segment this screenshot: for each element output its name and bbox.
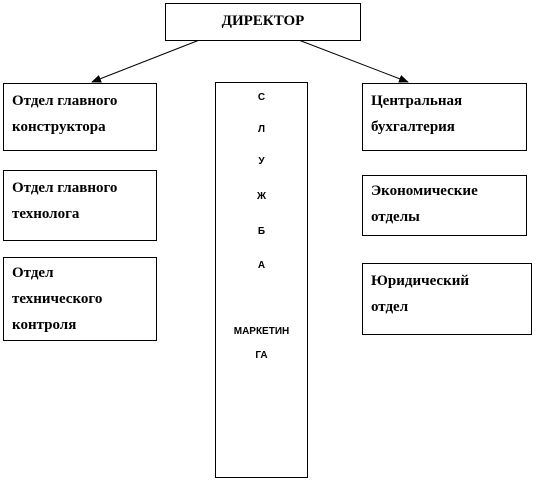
department-box-central-accounting: Центральная бухгалтерия: [362, 83, 527, 151]
department-line: контроля: [12, 317, 77, 333]
department-line: технолога: [12, 206, 80, 222]
department-line: отделы: [371, 209, 420, 225]
director-box: ДИРЕКТОР: [165, 3, 361, 41]
department-line: технического: [12, 291, 103, 307]
vertical-letter: Б: [257, 226, 266, 237]
department-line: Отдел главного: [12, 93, 118, 109]
department-line: Отдел главного: [12, 180, 118, 196]
department-line: Экономические: [371, 183, 478, 199]
vertical-letter: Л: [257, 124, 266, 135]
vertical-letter: Ж: [256, 191, 267, 202]
department-line: конструктора: [12, 119, 106, 135]
department-line: бухгалтерия: [371, 119, 455, 135]
marketing-service-box: С Л У Ж Б А МАРКЕТИН ГА: [215, 82, 308, 478]
department-box-chief-designer: Отдел главного конструктора: [3, 83, 157, 151]
department-box-legal: Юридический отдел: [362, 263, 532, 335]
department-line: Отдел: [12, 265, 54, 281]
department-line: Юридический: [371, 273, 469, 289]
director-label: ДИРЕКТОР: [221, 13, 305, 29]
marketing-word-line: ГА: [255, 350, 268, 361]
arrow-to-accounting: [295, 38, 409, 83]
department-box-chief-technologist: Отдел главного технолога: [3, 170, 157, 241]
vertical-letter: У: [258, 156, 265, 167]
department-box-economic: Экономические отделы: [362, 175, 527, 236]
vertical-letter: А: [257, 260, 266, 271]
arrow-to-design-dept: [91, 38, 203, 83]
department-box-quality-control: Отдел технического контроля: [3, 257, 157, 341]
department-line: Центральная: [371, 93, 463, 109]
marketing-word-line: МАРКЕТИН: [233, 326, 290, 337]
department-line: отдел: [371, 299, 409, 315]
vertical-letter: С: [257, 92, 266, 103]
